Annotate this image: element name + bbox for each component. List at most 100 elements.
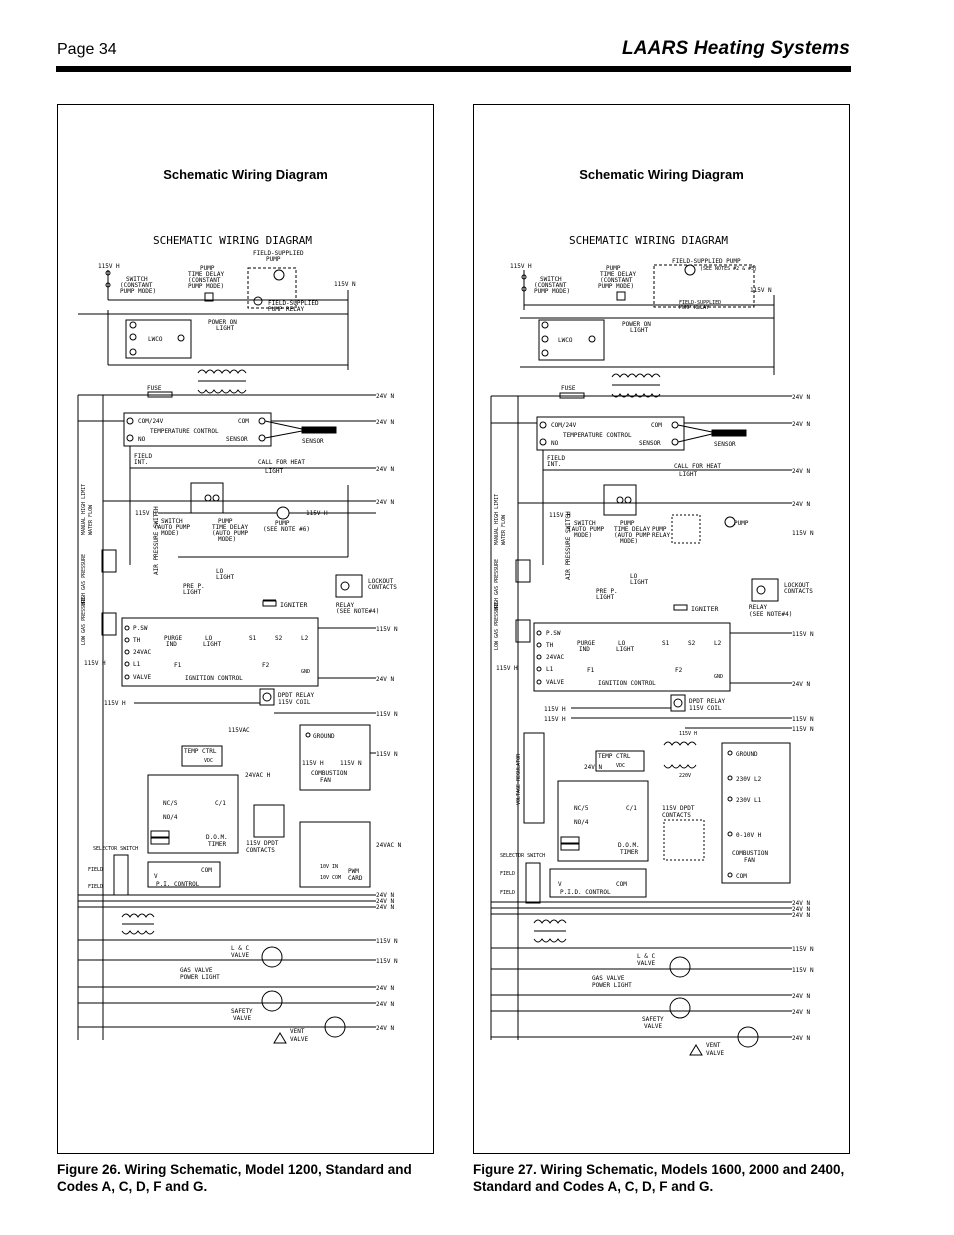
svg-text:LWCO: LWCO (558, 337, 573, 344)
svg-text:24V N: 24V N (792, 681, 810, 688)
svg-text:NO: NO (551, 440, 559, 447)
figure-26-caption: Figure 26. Wiring Schematic, Model 1200,… (57, 1162, 412, 1194)
svg-text:WATER FLOW: WATER FLOW (88, 504, 94, 535)
svg-text:220V: 220V (679, 773, 691, 779)
svg-text:VALVE: VALVE (644, 1023, 662, 1030)
brand-title: LAARS Heating Systems (621, 38, 850, 59)
svg-text:(SEE NOTES #2 & #5): (SEE NOTES #2 & #5) (700, 266, 757, 272)
svg-text:(AUTO PUMP: (AUTO PUMP (154, 524, 191, 531)
svg-text:FIELD-SUPPLIED: FIELD-SUPPLIED (253, 250, 304, 257)
svg-text:CONTACTS: CONTACTS (368, 584, 397, 591)
svg-text:HIGH GAS PRESSURE: HIGH GAS PRESSURE (494, 559, 500, 610)
svg-text:IND: IND (166, 641, 177, 648)
svg-text:24V N: 24V N (376, 419, 394, 426)
svg-text:(CONSTANT: (CONSTANT (188, 277, 221, 284)
svg-text:COM: COM (651, 422, 662, 429)
svg-text:(SEE NOTE#4): (SEE NOTE#4) (336, 608, 379, 615)
svg-text:24V N: 24V N (792, 906, 810, 913)
svg-text:GROUND: GROUND (736, 751, 758, 758)
svg-text:24V N: 24V N (376, 466, 394, 473)
svg-text:IGNITION CONTROL: IGNITION CONTROL (598, 680, 656, 687)
svg-text:FIELD: FIELD (134, 453, 152, 460)
svg-text:TIME DELAY: TIME DELAY (600, 271, 637, 278)
svg-text:LO: LO (216, 568, 224, 575)
svg-text:TIME DELAY: TIME DELAY (614, 526, 651, 533)
svg-text:0-10V H: 0-10V H (736, 832, 762, 839)
svg-text:FIELD: FIELD (500, 871, 515, 877)
svg-text:24V N: 24V N (376, 892, 394, 899)
svg-text:RELAY: RELAY (336, 602, 354, 609)
svg-text:PRE P.: PRE P. (183, 583, 205, 590)
svg-text:230V L1: 230V L1 (736, 797, 762, 804)
svg-text:(CONSTANT: (CONSTANT (120, 282, 153, 289)
svg-text:LIGHT: LIGHT (596, 594, 614, 601)
svg-text:GAS VALVE: GAS VALVE (180, 967, 213, 974)
svg-text:24V N: 24V N (792, 394, 810, 401)
svg-text:COM: COM (201, 867, 212, 874)
svg-text:FIELD-SUPPLIED PUMP: FIELD-SUPPLIED PUMP (672, 258, 741, 265)
svg-text:COM/24V: COM/24V (551, 422, 577, 429)
svg-text:PUMP MODE): PUMP MODE) (598, 283, 634, 290)
svg-text:24VAC: 24VAC (133, 649, 151, 656)
svg-text:24V N: 24V N (792, 421, 810, 428)
svg-text:LIGHT: LIGHT (679, 471, 697, 478)
svg-text:PURGE: PURGE (164, 635, 182, 642)
svg-text:115V N: 115V N (750, 287, 772, 294)
svg-text:115V N: 115V N (792, 726, 814, 733)
svg-text:115V N: 115V N (792, 716, 814, 723)
svg-text:115V N: 115V N (376, 751, 398, 758)
svg-text:(SEE NOTE#4): (SEE NOTE#4) (749, 611, 792, 618)
svg-text:115V COIL: 115V COIL (278, 699, 311, 706)
svg-text:AIR PRESSURE SWITCH: AIR PRESSURE SWITCH (153, 506, 160, 575)
svg-text:GROUND: GROUND (313, 733, 335, 740)
svg-text:10V IN: 10V IN (320, 864, 338, 870)
svg-text:115V DPDT: 115V DPDT (246, 840, 279, 847)
svg-text:VALVE: VALVE (133, 674, 151, 681)
svg-text:115V N: 115V N (376, 626, 398, 633)
svg-text:WATER FLOW: WATER FLOW (501, 514, 507, 545)
svg-text:10V COM: 10V COM (320, 875, 341, 881)
svg-text:RELAY: RELAY (749, 604, 767, 611)
svg-text:S2: S2 (275, 635, 283, 642)
svg-text:SAFETY: SAFETY (642, 1016, 664, 1023)
svg-text:PURGE: PURGE (577, 640, 595, 647)
svg-text:NC/S: NC/S (163, 800, 178, 807)
svg-text:LIGHT: LIGHT (630, 579, 648, 586)
svg-text:P.SW: P.SW (546, 630, 561, 637)
svg-text:L & C: L & C (231, 945, 249, 952)
svg-text:(CONSTANT: (CONSTANT (534, 282, 567, 289)
wiring-schematic-fig27: SCHEMATIC WIRING DIAGRAM 115V H 115V N S… (490, 234, 814, 1057)
svg-text:HIGH GAS PRESSURE: HIGH GAS PRESSURE (81, 554, 87, 605)
svg-text:VALVE: VALVE (706, 1050, 724, 1057)
svg-text:PUMP: PUMP (606, 265, 621, 272)
svg-text:P.I. CONTROL: P.I. CONTROL (156, 881, 200, 888)
svg-text:NC/5: NC/5 (574, 805, 589, 812)
svg-text:115V N: 115V N (792, 631, 814, 638)
svg-text:VALVE: VALVE (231, 952, 249, 959)
svg-text:TIMER: TIMER (208, 841, 226, 848)
svg-text:115V H: 115V H (98, 263, 120, 270)
svg-text:LIGHT: LIGHT (203, 641, 221, 648)
svg-text:24V N: 24V N (792, 1035, 810, 1042)
svg-text:MODE): MODE) (620, 538, 638, 545)
svg-text:24VAC N: 24VAC N (376, 842, 402, 849)
svg-text:L1: L1 (133, 661, 141, 668)
svg-text:FIELD-SUPPLIED: FIELD-SUPPLIED (268, 300, 319, 307)
svg-text:L2: L2 (714, 640, 722, 647)
svg-text:NO: NO (138, 436, 146, 443)
svg-text:GAS VALVE: GAS VALVE (592, 975, 625, 982)
svg-text:SELECTOR SWITCH: SELECTOR SWITCH (500, 853, 545, 859)
svg-text:230V L2: 230V L2 (736, 776, 762, 783)
svg-text:VALVE: VALVE (546, 679, 564, 686)
svg-text:SWITCH: SWITCH (126, 276, 148, 283)
svg-text:PRE P.: PRE P. (596, 588, 618, 595)
svg-text:VOLTAGE REGULATOR: VOLTAGE REGULATOR (516, 753, 522, 805)
svg-text:TIME DELAY: TIME DELAY (188, 271, 225, 278)
svg-text:115V N: 115V N (792, 530, 814, 537)
svg-text:LIGHT: LIGHT (216, 325, 234, 332)
figure-27-panel: Schematic Wiring Diagram SCHEMATIC WIRIN… (473, 104, 850, 1154)
svg-text:MODE): MODE) (161, 530, 179, 537)
svg-text:PUMP RELAY: PUMP RELAY (679, 305, 709, 311)
svg-text:L1: L1 (546, 666, 554, 673)
svg-text:115V N: 115V N (376, 711, 398, 718)
